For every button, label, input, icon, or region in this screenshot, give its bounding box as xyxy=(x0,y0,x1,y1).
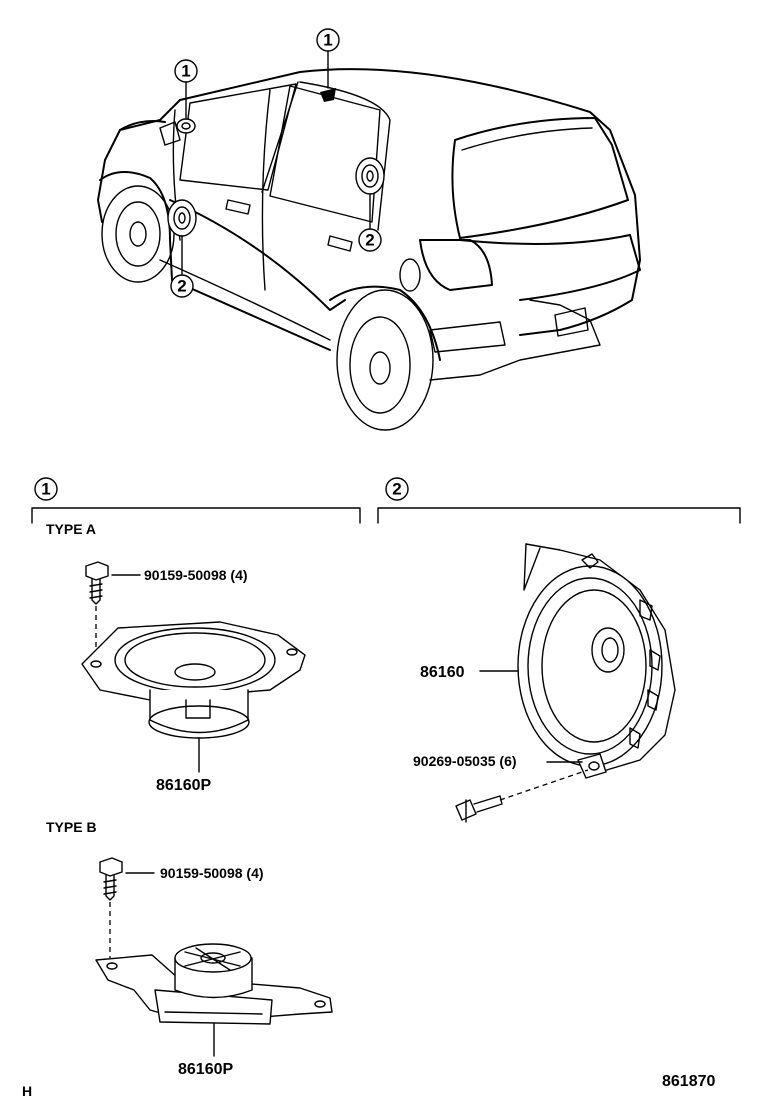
svg-text:1: 1 xyxy=(323,31,332,50)
callout-2-rear: 2 xyxy=(358,228,382,252)
type-a-screw-label: 90159-50098 (4) xyxy=(144,567,248,583)
type-b-title: TYPE B xyxy=(46,819,97,835)
car-speaker-front-door xyxy=(167,199,197,237)
footer-left-code: H xyxy=(22,1083,32,1099)
callout-2-front: 2 xyxy=(170,274,194,298)
rear-wheel xyxy=(336,289,434,431)
type-a-speaker-label: 86160P xyxy=(156,777,211,794)
type-b-screw xyxy=(99,857,123,901)
type-b-screw-label: 90159-50098 (4) xyxy=(160,865,264,881)
rivet xyxy=(455,795,503,823)
section-2-header: 2 xyxy=(377,477,741,524)
license-plate xyxy=(554,307,589,337)
type-a-screw xyxy=(85,561,109,605)
door-speaker xyxy=(517,543,676,779)
callout-1-front: 1 xyxy=(174,59,198,83)
callout-1-roof: 1 xyxy=(316,28,340,52)
svg-text:2: 2 xyxy=(177,277,186,296)
car-speaker-tweeter-front xyxy=(176,118,196,134)
section-1-header: 1 xyxy=(31,477,361,524)
svg-text:1: 1 xyxy=(181,62,190,81)
type-a-title: TYPE A xyxy=(46,521,96,537)
svg-text:2: 2 xyxy=(365,231,374,250)
diagram-code: 861870 xyxy=(662,1073,715,1090)
car-speaker-tweeter-roof xyxy=(320,88,336,102)
door-speaker-label: 86160 xyxy=(420,664,465,681)
car-speaker-rear-door xyxy=(355,157,385,195)
rivet-label: 90269-05035 (6) xyxy=(413,753,517,769)
type-b-speaker-label: 86160P xyxy=(178,1061,233,1078)
front-wheel xyxy=(101,185,175,283)
type-b-speaker xyxy=(95,943,333,1025)
type-a-speaker xyxy=(81,621,306,739)
svg-text:2: 2 xyxy=(392,480,401,499)
svg-text:1: 1 xyxy=(41,480,50,499)
